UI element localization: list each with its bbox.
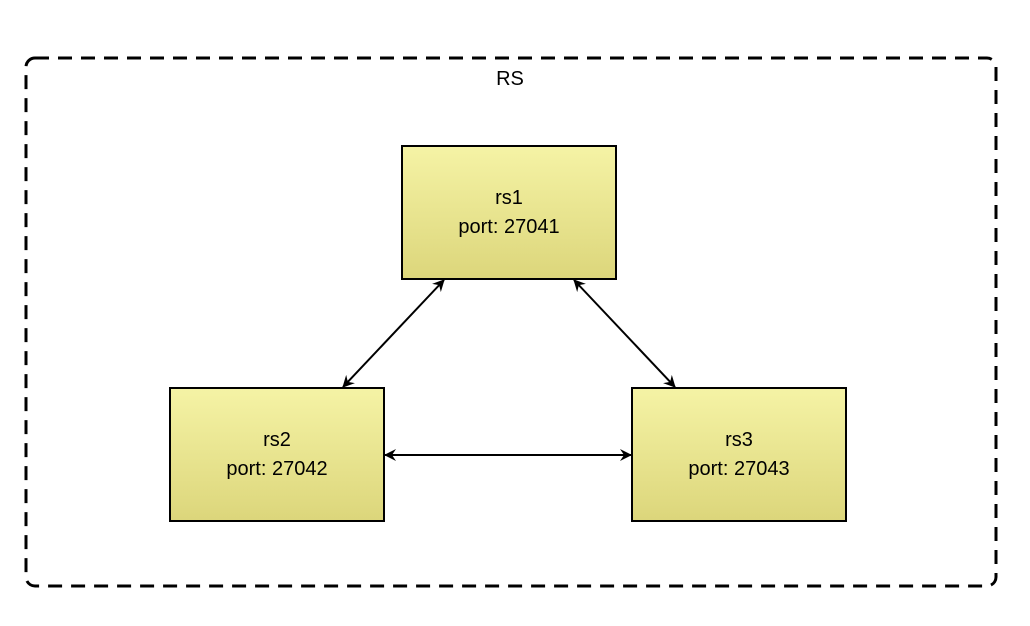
- node-port: port: 27042: [226, 457, 328, 480]
- node-rs2[interactable]: rs2 port: 27042: [169, 387, 385, 522]
- connector-rs1-rs3: [573, 279, 676, 388]
- node-port: port: 27043: [688, 457, 790, 480]
- group-boundary: [24, 56, 998, 588]
- node-port: port: 27041: [458, 215, 560, 238]
- node-rs1[interactable]: rs1 port: 27041: [401, 145, 617, 280]
- node-name: rs2: [263, 428, 291, 451]
- connector-rs1-rs2: [342, 279, 445, 388]
- node-name: rs3: [725, 428, 753, 451]
- node-rs3[interactable]: rs3 port: 27043: [631, 387, 847, 522]
- node-name: rs1: [495, 186, 523, 209]
- group-title: RS: [496, 68, 524, 90]
